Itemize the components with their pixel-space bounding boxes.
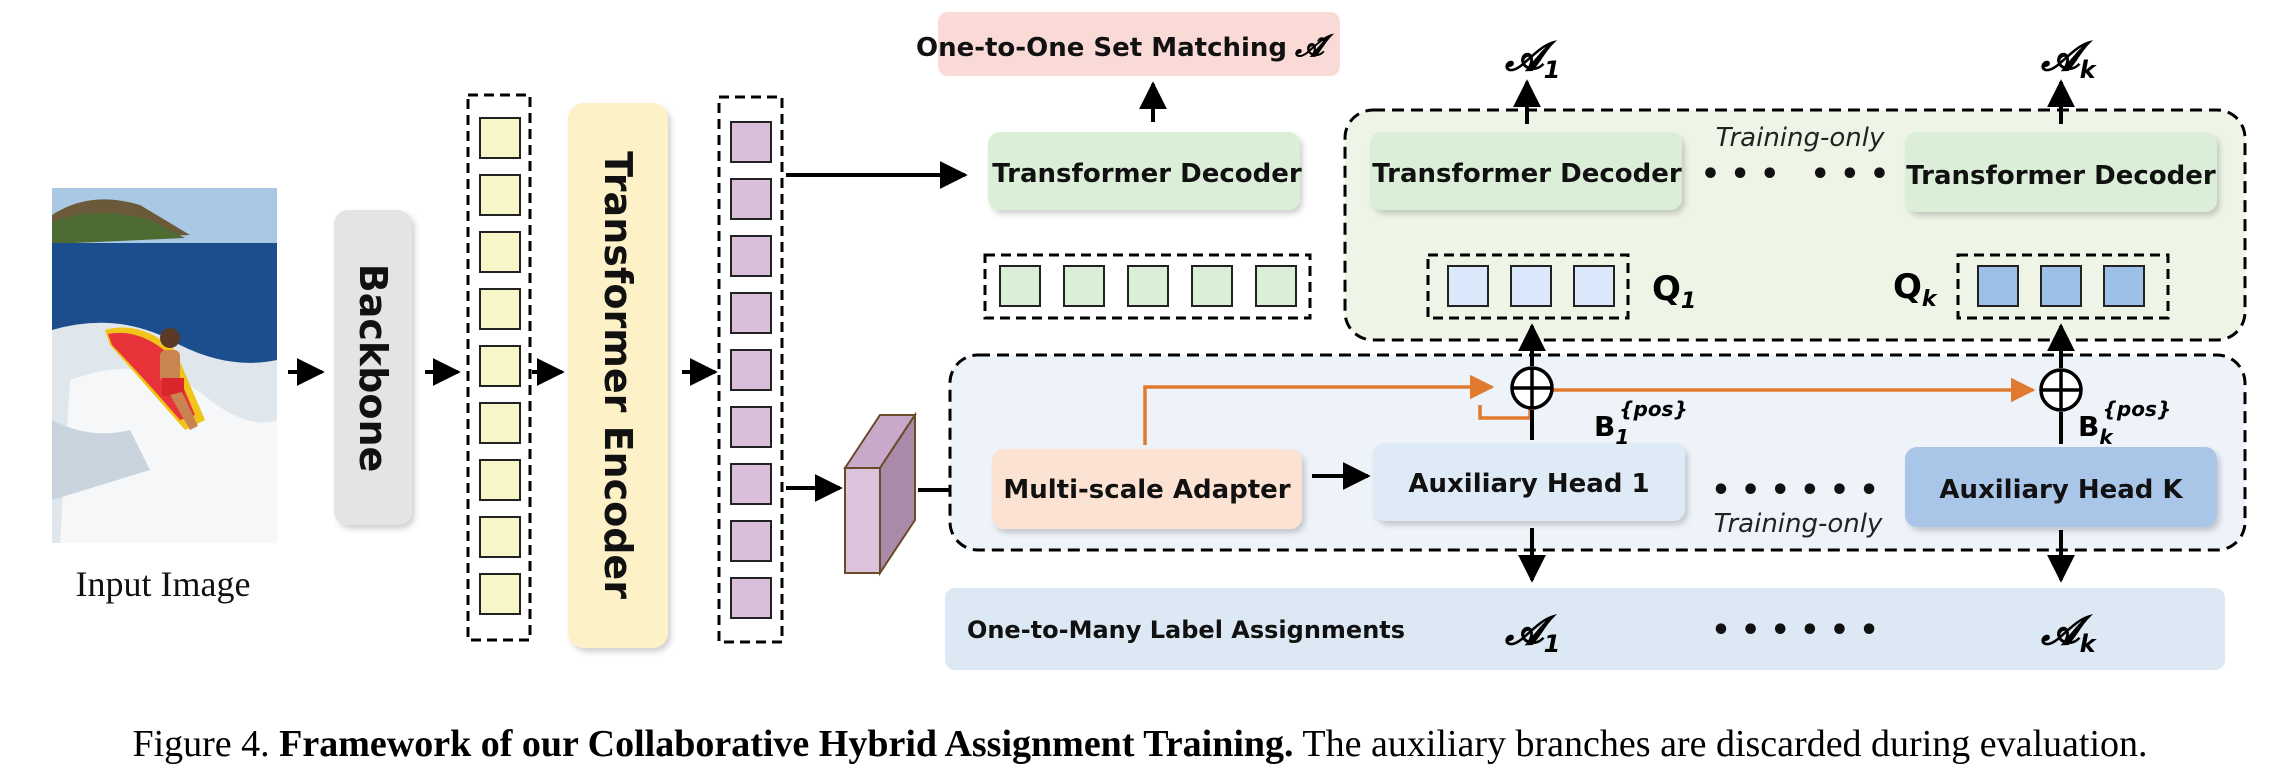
qk-query-token [1977, 265, 2019, 307]
main-query-token [1063, 265, 1105, 307]
orange-path-to-b1 [1143, 374, 1495, 445]
memory-token [730, 463, 772, 505]
aux-decoder-1-label: Transformer Decoder [1372, 159, 1682, 189]
memory-token [730, 292, 772, 334]
aux-decoder-k-block [1905, 132, 2217, 212]
aux-head-1-label: Auxiliary Head 1 [1408, 469, 1649, 499]
feature-token [479, 516, 521, 558]
qk-query-token [2103, 265, 2145, 307]
backbone-block [334, 210, 412, 525]
memory-token [730, 577, 772, 619]
main-query-token [1191, 265, 1233, 307]
caption-body: The auxiliary branches are discarded dur… [1302, 723, 2148, 765]
ellipsis-middle: • • • • • • [1711, 473, 1878, 508]
feature-token [479, 573, 521, 615]
feature-map-3d [843, 411, 917, 577]
one-to-one-box [938, 12, 1340, 76]
memory-token [730, 406, 772, 448]
multi-scale-adapter-label: Multi-scale Adapter [1003, 475, 1290, 505]
memory-token [730, 235, 772, 277]
q1-query-token [1447, 265, 1489, 307]
memory-token-squares [730, 121, 772, 619]
encoder-label: Transformer Encoder [596, 151, 640, 599]
q1-query-token [1510, 265, 1552, 307]
feature-token [479, 117, 521, 159]
backbone-label: Backbone [351, 264, 395, 473]
feature-token-squares [479, 117, 521, 615]
oplus-1 [1510, 366, 1554, 410]
qk-label: Qk [1893, 267, 1938, 312]
qk-query-squares [1977, 265, 2145, 307]
b1-pos-label: B1{pos} [1594, 397, 1688, 449]
input-image [52, 188, 277, 543]
bk-pos-label: Bk{pos} [2078, 397, 2171, 449]
main-query-token [1255, 265, 1297, 307]
aux-decoder-k-label: Transformer Decoder [1906, 161, 2216, 191]
main-query-squares [999, 265, 1297, 307]
memory-token [730, 349, 772, 391]
input-image-label: Input Image [76, 564, 251, 604]
qk-queries-box [1956, 253, 2170, 320]
aux-head-1-block [1373, 443, 1685, 521]
main-query-token [1127, 265, 1169, 307]
q1-query-token [1573, 265, 1615, 307]
feature-token [479, 174, 521, 216]
main-decoder-label: Transformer Decoder [992, 159, 1302, 189]
feature-token [479, 288, 521, 330]
multi-scale-adapter-block [992, 449, 1302, 529]
one-to-many-label: One-to-Many Label Assignments [967, 616, 1405, 644]
figure-caption: Figure 4. Framework of our Collaborative… [0, 722, 2280, 766]
a1-top-label: 𝓐1 [1504, 34, 1560, 84]
memory-token [730, 520, 772, 562]
aux-head-k-block [1905, 447, 2217, 527]
memory-token [730, 178, 772, 220]
feature-token [479, 459, 521, 501]
ellipsis-top: • • • • • • [1701, 157, 1889, 192]
oplus-k [2039, 368, 2083, 412]
encoder-block [568, 103, 668, 648]
caption-prefix: Figure 4. [132, 723, 270, 765]
main-query-token [999, 265, 1041, 307]
qk-query-token [2040, 265, 2082, 307]
feature-token [479, 231, 521, 273]
feature-token [479, 345, 521, 387]
feature-token [479, 402, 521, 444]
main-decoder-block [988, 132, 1300, 210]
main-queries-box [983, 253, 1312, 320]
one-to-many-bar [945, 588, 2225, 670]
q1-query-squares [1447, 265, 1615, 307]
aux-decoder-1-block [1370, 132, 1682, 210]
memory-token [730, 121, 772, 163]
ak-top-label: 𝓐k [2040, 34, 2098, 84]
ellipsis-bottom: • • • • • • [1711, 613, 1878, 648]
caption-title: Framework of our Collaborative Hybrid As… [279, 723, 1294, 765]
aux-head-k-label: Auxiliary Head K [1939, 475, 2183, 505]
training-only-top-label: Training-only [1716, 123, 1885, 153]
training-only-bottom-label: Training-only [1714, 509, 1883, 539]
q1-label: Q1 [1652, 269, 1696, 314]
q1-queries-box [1426, 253, 1630, 320]
